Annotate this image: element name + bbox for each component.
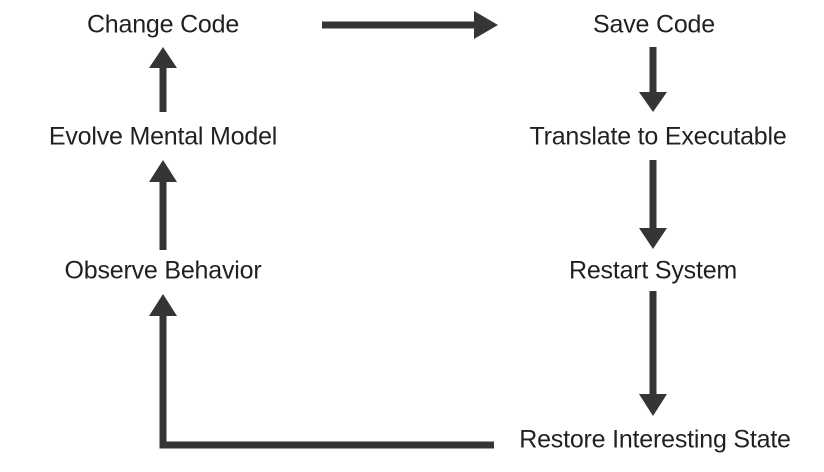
- edge-evolve-to-change: [149, 47, 177, 112]
- edge-change-to-save: [322, 11, 498, 39]
- node-change-code: Change Code: [86, 10, 240, 39]
- edge-restart-to-restore: [639, 291, 667, 416]
- edge-observe-to-evolve: [149, 160, 177, 250]
- node-restore-interesting-state: Restore Interesting State: [519, 425, 791, 454]
- node-observe-behavior: Observe Behavior: [64, 256, 262, 285]
- node-save-code: Save Code: [593, 10, 715, 39]
- node-translate-to-executable: Translate to Executable: [529, 122, 787, 151]
- node-evolve-mental-model: Evolve Mental Model: [48, 122, 278, 151]
- node-restart-system: Restart System: [568, 256, 738, 285]
- edge-translate-to-restart: [639, 160, 667, 249]
- edge-save-to-translate: [639, 47, 667, 112]
- edge-restore-to-observe: [149, 294, 494, 449]
